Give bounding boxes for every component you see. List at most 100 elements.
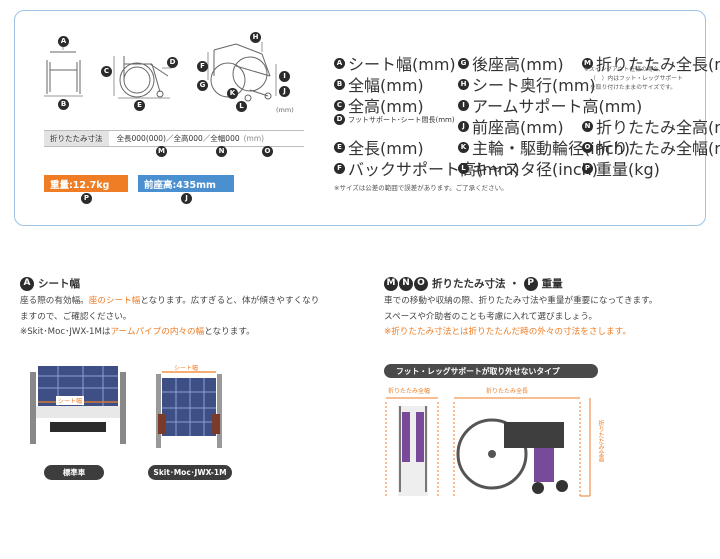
folding-line-1: 車での移動や収納の際、折りたたみ寸法や重量が重要になってきます。: [384, 296, 658, 306]
folding-spec-label: 折りたたみ寸法: [44, 131, 109, 146]
legend-m-icon: M: [582, 57, 593, 69]
legend-e-icon: E: [334, 141, 345, 153]
text-span: となります。: [204, 327, 255, 337]
legend-text: 全長(mm): [348, 139, 424, 158]
seat-width-tag-standard: シート幅: [56, 396, 85, 405]
swing-note-2: （ ）内はフット・レッグサポート: [590, 76, 683, 82]
legend-o-icon: O: [582, 141, 593, 153]
legend-text: シート奥行(mm): [472, 76, 596, 95]
folding-line-2: スペースや介助者のことも考慮に入れて選びましょう。: [384, 311, 598, 322]
highlight-text: アームパイプの内々の幅: [110, 327, 205, 337]
legend-text: アームサポート高(mm): [472, 97, 643, 116]
legend-text: 後座高(mm): [472, 55, 564, 74]
seat-width-letter-icon: A: [20, 276, 34, 291]
seat-width-description: 座る際の有効幅。座のシート幅となります。広すぎると、体が傾きやすくなり ますので…: [20, 294, 319, 341]
weight-title: 重量: [541, 278, 563, 290]
highlight-text: 座のシート幅: [88, 296, 141, 306]
legend-g-icon: G: [458, 57, 469, 69]
legend-d-icon: D: [334, 114, 345, 125]
legend-text: キャスタ径(inch): [472, 160, 599, 179]
legend-text: 前座高(mm): [472, 118, 564, 137]
legend-i-icon: I: [458, 99, 469, 111]
folding-heading: M N O 折りたたみ寸法 ・ P 重量: [384, 276, 563, 291]
marker-k-icon: K: [227, 88, 238, 99]
folding-p-icon: P: [523, 276, 538, 291]
standard-wheelchair-photo: [28, 362, 128, 458]
legend-l-icon: L: [458, 162, 469, 174]
seat-width-line-2: ますので、ご確認ください。: [20, 311, 132, 322]
marker-n-icon: N: [216, 146, 227, 157]
skit-wheelchair-label: Skit･Moc･JWX-1M: [148, 465, 232, 480]
standard-wheelchair-label: 標準車: [44, 465, 104, 480]
legend-a-icon: A: [334, 57, 345, 69]
marker-f-icon: F: [197, 61, 208, 72]
marker-e-icon: E: [134, 100, 145, 111]
legend-p-icon: P: [582, 162, 593, 174]
legend-text: バックサポート高(mm): [348, 160, 520, 179]
text-span: ※Skit･Moc･JWX-1Mは: [20, 327, 111, 337]
legend-k-icon: K: [458, 141, 469, 153]
folded-length-tag: 折りたたみ全長: [486, 388, 529, 395]
marker-j-icon: J: [279, 86, 290, 97]
seat-width-title: シート幅: [38, 278, 80, 290]
folding-description: 車での移動や収納の際、折りたたみ寸法や重量が重要になってきます。 スペースや介助…: [384, 294, 657, 341]
marker-i-icon: I: [279, 71, 290, 82]
folded-width-tag: 折りたたみ全幅: [388, 388, 431, 395]
folding-spec-value: 全長000(000)／全高000／全幅000: [116, 134, 240, 143]
marker-p-icon: P: [81, 193, 92, 204]
skit-wheelchair-photo: [154, 362, 224, 458]
folding-n-icon: N: [399, 276, 413, 291]
diagram-unit: (mm): [276, 106, 294, 114]
legend-text: 全高(mm): [348, 97, 424, 116]
folding-line-3: ※折りたたみ寸法とは折りたたんだ時の外々の寸法をさします。: [384, 327, 631, 337]
text-span: となります。広すぎると、体が傾きやすくなり: [140, 296, 320, 306]
marker-c-icon: C: [101, 66, 112, 77]
folding-m-icon: M: [384, 276, 398, 291]
marker-h-icon: H: [250, 32, 261, 43]
folding-spec-unit: (mm): [243, 134, 265, 143]
marker-m-icon: M: [156, 146, 167, 157]
seat-width-line-1: 座る際の有効幅。座のシート幅となります。広すぎると、体が傾きやすくなり: [20, 294, 319, 310]
seat-width-heading: A シート幅: [20, 276, 80, 291]
legend-c-icon: C: [334, 99, 345, 111]
spec-legend-panel: [14, 10, 706, 226]
marker-b-icon: B: [58, 99, 69, 110]
legend-text: シート幅(mm): [348, 55, 456, 74]
legend-text: 折りたたみ全幅(mm): [596, 139, 720, 158]
legend-n-icon: N: [582, 120, 593, 132]
legend-text: フットサポート･シート間長(mm): [348, 115, 455, 124]
non-removable-footrest-ribbon: フット・レッグサポートが取り外せないタイプ: [384, 364, 598, 378]
marker-d-icon: D: [167, 57, 178, 68]
marker-o-icon: O: [262, 146, 273, 157]
legend-f-icon: F: [334, 162, 345, 174]
folding-title: 折りたたみ寸法 ・: [432, 278, 520, 290]
marker-g-icon: G: [197, 80, 208, 91]
folded-height-tag: 折りたたみ全高: [597, 420, 604, 462]
legend-b-icon: B: [334, 78, 345, 90]
weight-badge: 重量:12.7kg: [44, 175, 128, 192]
marker-l-icon: L: [236, 101, 247, 112]
legend-text: 重量(kg): [596, 160, 660, 179]
legend-text: 折りたたみ全長(mm): [596, 55, 720, 74]
legend-h-icon: H: [458, 78, 469, 90]
folding-o-icon: O: [414, 276, 428, 291]
legend-text: 折りたたみ全高(mm): [596, 118, 720, 137]
marker-a-icon: A: [58, 36, 69, 47]
folded-wheelchair-photos: [385, 397, 591, 497]
text-span: 座る際の有効幅。: [20, 296, 89, 306]
legend-text: 全幅(mm): [348, 76, 424, 95]
